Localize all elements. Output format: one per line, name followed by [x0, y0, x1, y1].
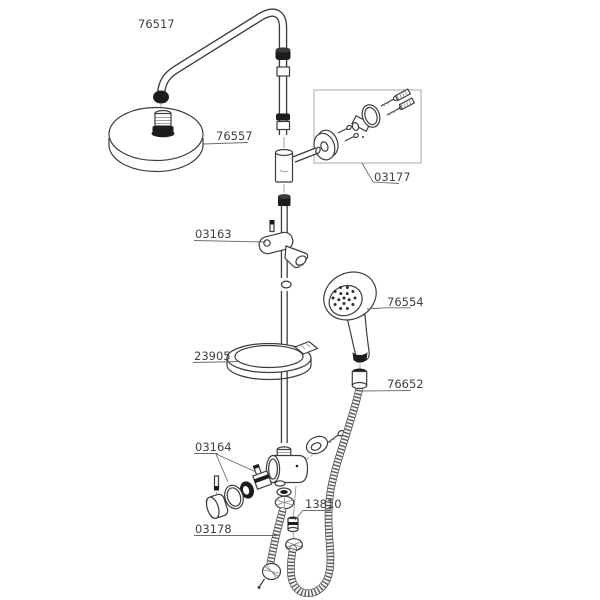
diverter-cartridge: [252, 463, 273, 490]
wall-mount-detail-box: [313, 88, 422, 164]
pipe-tee: [274, 137, 321, 193]
valve-washer: [239, 481, 255, 499]
part-label-check-valve[interactable]: 13810: [305, 497, 342, 511]
shower-hose-long: [287, 386, 363, 598]
check-valve: [287, 516, 299, 540]
hose-end-nut: [257, 562, 282, 589]
part-label-shower-hose-short[interactable]: 03178: [195, 522, 232, 536]
shower-arm: [153, 8, 291, 135]
part-label-diverter-valve[interactable]: 03164: [195, 440, 232, 454]
wall-flange: [351, 104, 381, 138]
rail-o-ring: [280, 280, 292, 289]
diverter-knob: [205, 493, 229, 519]
shower-hose-short: [257, 507, 287, 589]
part-label-shower-head[interactable]: 76557: [216, 129, 253, 143]
valve-escutcheon: [305, 435, 329, 455]
hose-cone-nut: [351, 368, 368, 390]
leader-lines: [192, 142, 412, 536]
shower-head: [108, 106, 204, 173]
part-label-shower-hose-long[interactable]: 76652: [387, 377, 424, 391]
knob-trim-ring: [224, 484, 244, 510]
part-label-soap-dish[interactable]: 23905: [194, 349, 231, 363]
part-label-hand-shower[interactable]: 76554: [387, 295, 424, 309]
wall-plugs: [394, 88, 416, 111]
diverter-valve: [205, 429, 345, 519]
part-label-shower-pipe-assembly: 76517: [138, 17, 175, 31]
part-label-slider-bracket[interactable]: 03163: [195, 227, 232, 241]
part-label-wall-mount-kit[interactable]: 03177: [374, 170, 411, 184]
slider-bracket: [258, 220, 309, 269]
slide-rail: [278, 194, 292, 443]
hand-shower: [323, 271, 377, 390]
soap-dish: [226, 340, 319, 381]
knob-screw: [213, 475, 220, 496]
spray-nozzles: [331, 286, 357, 310]
valve-outlet-parts: [274, 485, 297, 517]
